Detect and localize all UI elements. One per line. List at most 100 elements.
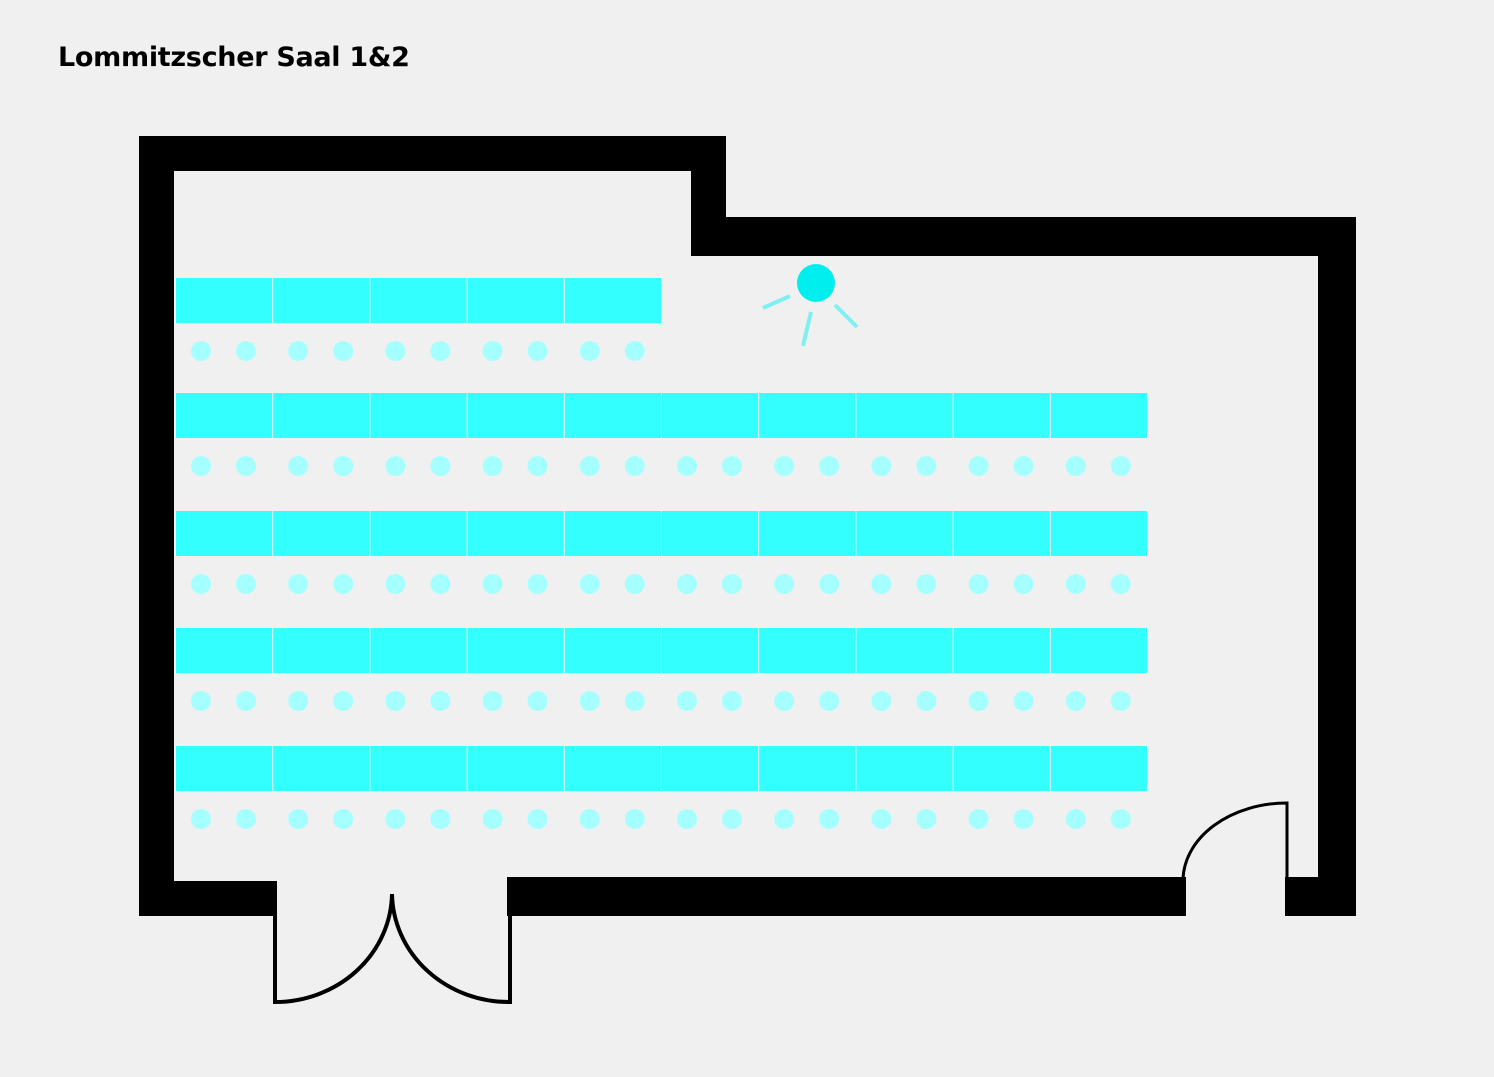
table [759, 393, 856, 438]
table [856, 628, 953, 673]
chair [288, 691, 309, 711]
table [1050, 393, 1147, 438]
table [759, 746, 856, 791]
chair [385, 341, 406, 361]
wall-bottom-right-segment [1285, 877, 1356, 916]
chair [871, 691, 892, 711]
chair [482, 456, 503, 476]
table [176, 628, 273, 673]
table-row [176, 393, 1147, 476]
chair [482, 691, 503, 711]
table [759, 511, 856, 556]
table-row [176, 511, 1147, 594]
chair [579, 691, 600, 711]
chair [288, 809, 309, 829]
speaker-icon [762, 264, 859, 347]
chair [722, 691, 742, 711]
chair [482, 341, 503, 361]
table [176, 393, 273, 438]
chair [916, 574, 937, 594]
table [953, 393, 1050, 438]
chair [1013, 574, 1034, 594]
table [370, 511, 467, 556]
table [273, 511, 370, 556]
chair [333, 809, 354, 829]
chair [1013, 691, 1034, 711]
chair [527, 456, 548, 476]
table [467, 511, 564, 556]
chair [774, 809, 795, 829]
chair [236, 341, 256, 361]
single-door-bottom-right [1181, 801, 1289, 881]
wall-bottom-middle-segment [507, 877, 1186, 916]
chair [677, 809, 697, 829]
table [370, 393, 467, 438]
chair [430, 809, 451, 829]
chair [722, 456, 742, 476]
chair [968, 456, 989, 476]
chair [430, 574, 451, 594]
chair [288, 341, 309, 361]
chair [819, 456, 840, 476]
page-title: Lommitzscher Saal 1&2 [58, 42, 410, 73]
table [1050, 628, 1147, 673]
chair [191, 341, 211, 361]
table-row [176, 628, 1147, 711]
table [1050, 511, 1147, 556]
chair [624, 809, 645, 829]
chair [968, 809, 989, 829]
table [1050, 746, 1147, 791]
wall-top-left [139, 136, 726, 171]
chair [482, 574, 503, 594]
table [564, 393, 661, 438]
wall-bottom-left-segment [139, 881, 277, 916]
chair [333, 456, 354, 476]
walls [139, 136, 1356, 916]
chair [624, 456, 645, 476]
chair [430, 341, 451, 361]
chair [385, 456, 406, 476]
chair [774, 456, 795, 476]
table [467, 746, 564, 791]
table [662, 746, 759, 791]
chair [191, 574, 211, 594]
chair [624, 341, 645, 361]
chair [236, 574, 256, 594]
chair [624, 691, 645, 711]
chair [722, 809, 742, 829]
chair [430, 456, 451, 476]
table [273, 393, 370, 438]
seating-area [176, 278, 1147, 829]
chair [482, 809, 503, 829]
chair [430, 691, 451, 711]
table [273, 278, 370, 323]
speaker-dot [797, 264, 835, 302]
chair [191, 691, 211, 711]
chair [236, 809, 256, 829]
chair [1110, 574, 1131, 594]
chair [527, 809, 548, 829]
chair [385, 691, 406, 711]
chair [774, 574, 795, 594]
chair [916, 809, 937, 829]
table [662, 511, 759, 556]
chair [1110, 691, 1131, 711]
chair [916, 691, 937, 711]
table [370, 746, 467, 791]
chair [871, 574, 892, 594]
chair [385, 574, 406, 594]
chair [579, 574, 600, 594]
chair [1065, 574, 1086, 594]
table [953, 511, 1050, 556]
speaker-ray [801, 311, 813, 347]
chair [333, 574, 354, 594]
chair [191, 809, 211, 829]
chair [819, 574, 840, 594]
chair [527, 341, 548, 361]
chair [774, 691, 795, 711]
table-row [176, 278, 661, 361]
chair [1110, 809, 1131, 829]
chair [579, 456, 600, 476]
table [176, 278, 273, 323]
table [467, 393, 564, 438]
